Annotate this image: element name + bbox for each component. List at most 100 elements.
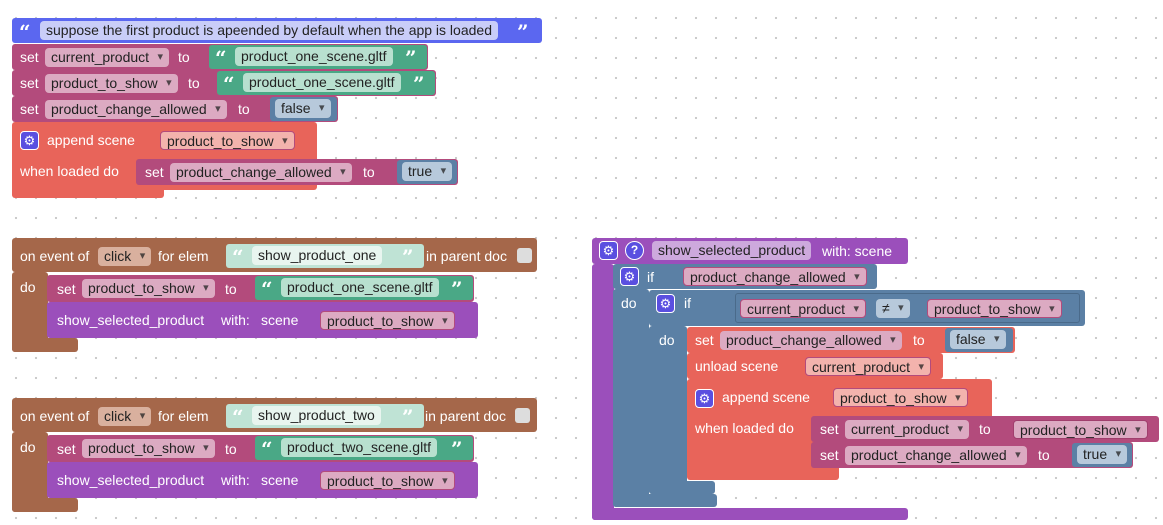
event-two-header[interactable]: on event of click for elem “ show_produc… (12, 398, 537, 432)
string-block[interactable]: “ product_two_scene.gltf ” (255, 436, 473, 460)
set-product-change-allowed-block[interactable]: set product_change_allowed to false (12, 96, 338, 122)
boolean-block[interactable]: true (397, 160, 457, 184)
compare-left[interactable]: current_product (740, 299, 867, 319)
variable-dropdown[interactable]: product_to_show (45, 74, 178, 93)
outer-if-header[interactable]: ⚙ if product_change_allowed (613, 264, 877, 289)
variable-dropdown[interactable]: product_change_allowed (720, 331, 902, 350)
variable-dropdown[interactable]: product_to_show (82, 439, 215, 458)
inner-if-header[interactable]: ⚙ if current_product ≠ product_to_show (649, 290, 1085, 326)
elem-string-block[interactable]: “ show_product_two ” (226, 404, 424, 428)
gear-icon[interactable]: ⚙ (695, 389, 714, 408)
help-icon[interactable]: ? (625, 241, 644, 260)
scene-arg-dropdown[interactable]: product_to_show (320, 311, 455, 331)
boolean-dropdown[interactable]: true (1077, 445, 1128, 464)
to-label: to (225, 281, 237, 297)
set-label: set (57, 441, 76, 457)
variable-dropdown[interactable]: product_to_show (82, 279, 215, 298)
variable-dropdown[interactable]: product_change_allowed (170, 163, 352, 182)
if-label: if (647, 269, 654, 285)
proc-append-footer (687, 460, 839, 480)
checkbox[interactable] (517, 248, 532, 263)
open-quote-icon: “ (261, 277, 273, 301)
append-scene-block[interactable]: ⚙ append scene product_to_show when load… (12, 122, 317, 190)
comment-block[interactable]: “ suppose the first product is apeended … (12, 18, 542, 43)
value-variable[interactable]: product_to_show (1013, 420, 1148, 440)
scene-arg-dropdown[interactable]: current_product (805, 357, 932, 377)
event-two-set-block[interactable]: set product_to_show to “ product_two_sce… (47, 435, 474, 462)
unload-scene-label: unload scene (695, 358, 779, 374)
close-quote-icon: ” (402, 405, 414, 429)
for-elem-label: for elem (158, 248, 209, 264)
variable-dropdown[interactable]: current_product (45, 48, 170, 67)
in-parent-doc-label: in parent doc (425, 408, 506, 424)
unload-scene-block[interactable]: unload scene current_product (687, 353, 943, 379)
event-one-call-block[interactable]: show_selected_product with: scene produc… (47, 302, 478, 338)
string-block[interactable]: “ product_one_scene.gltf ” (217, 71, 435, 95)
scene-arg-dropdown[interactable]: product_to_show (160, 131, 295, 151)
gear-icon[interactable]: ⚙ (599, 241, 618, 260)
string-value[interactable]: product_two_scene.gltf (281, 438, 437, 457)
append-scene-label: append scene (47, 132, 135, 148)
boolean-dropdown[interactable]: true (402, 162, 453, 181)
proc-set-true-block[interactable]: set product_change_allowed to true (811, 442, 1133, 468)
to-label: to (178, 49, 190, 65)
gear-icon[interactable]: ⚙ (656, 294, 675, 313)
boolean-block[interactable]: false (945, 328, 1013, 352)
set-label: set (20, 49, 39, 65)
set-label: set (695, 332, 714, 348)
event-one-set-block[interactable]: set product_to_show to “ product_one_sce… (47, 275, 474, 302)
proc-set-false-block[interactable]: set product_change_allowed to false (687, 327, 1015, 353)
condition-variable[interactable]: product_change_allowed (683, 267, 867, 287)
set-label: set (57, 281, 76, 297)
outer-if-body: do (613, 289, 649, 507)
event-dropdown[interactable]: click (98, 407, 152, 426)
when-loaded-label: when loaded do (695, 420, 794, 436)
variable-dropdown[interactable]: product_change_allowed (45, 100, 227, 119)
elem-string-block[interactable]: “ show_product_one ” (226, 244, 424, 268)
set-current-product-block[interactable]: set current_product to “ product_one_sce… (12, 44, 428, 70)
string-block[interactable]: “ product_one_scene.gltf ” (255, 276, 473, 300)
checkbox[interactable] (515, 408, 530, 423)
variable-dropdown[interactable]: current_product (845, 420, 970, 439)
string-value[interactable]: product_one_scene.gltf (243, 73, 401, 92)
compare-right[interactable]: product_to_show (927, 299, 1062, 319)
procedure-name[interactable]: show_selected_product (652, 241, 812, 260)
event-dropdown[interactable]: click (98, 247, 152, 266)
boolean-dropdown[interactable]: false (950, 330, 1006, 349)
string-block[interactable]: “ product_one_scene.gltf ” (209, 45, 427, 69)
elem-value[interactable]: show_product_one (252, 246, 383, 265)
set-label: set (820, 447, 839, 463)
close-quote-icon: ” (451, 277, 463, 301)
when-loaded-label: when loaded do (20, 163, 119, 179)
operator-dropdown[interactable]: ≠ (876, 299, 910, 318)
inner-if-body: do (649, 326, 687, 494)
to-label: to (913, 332, 925, 348)
gear-icon[interactable]: ⚙ (620, 267, 639, 286)
compare-block[interactable]: current_product ≠ product_to_show (735, 293, 1080, 323)
string-value[interactable]: product_one_scene.gltf (281, 278, 439, 297)
on-event-label: on event of (20, 408, 90, 424)
gear-icon[interactable]: ⚙ (20, 131, 39, 150)
boolean-block[interactable]: true (1072, 443, 1132, 467)
open-quote-icon: “ (261, 437, 273, 461)
to-label: to (1038, 447, 1050, 463)
set-label: set (820, 421, 839, 437)
boolean-dropdown[interactable]: false (275, 99, 331, 118)
string-value[interactable]: product_one_scene.gltf (235, 47, 393, 66)
procedure-def-header[interactable]: ⚙ ? show_selected_product with: scene (592, 238, 908, 264)
boolean-block[interactable]: false (270, 97, 337, 121)
variable-dropdown[interactable]: product_change_allowed (845, 446, 1027, 465)
procedure-call-label: show_selected_product (57, 312, 205, 328)
open-quote-icon: “ (232, 245, 244, 269)
comment-text[interactable]: suppose the first product is apeended by… (40, 21, 498, 40)
scene-arg-dropdown[interactable]: product_to_show (320, 471, 455, 491)
elem-value[interactable]: show_product_two (252, 406, 381, 425)
scene-arg-dropdown[interactable]: product_to_show (833, 388, 968, 408)
proc-set-current-block[interactable]: set current_product to product_to_show (811, 416, 1159, 442)
set-true-block[interactable]: set product_change_allowed to true (136, 159, 458, 185)
append-scene-footer (12, 180, 164, 198)
set-product-to-show-block[interactable]: set product_to_show to “ product_one_sce… (12, 70, 436, 96)
event-one-header[interactable]: on event of click for elem “ show_produc… (12, 238, 537, 272)
inner-if-footer (649, 481, 715, 494)
event-two-call-block[interactable]: show_selected_product with: scene produc… (47, 462, 478, 498)
